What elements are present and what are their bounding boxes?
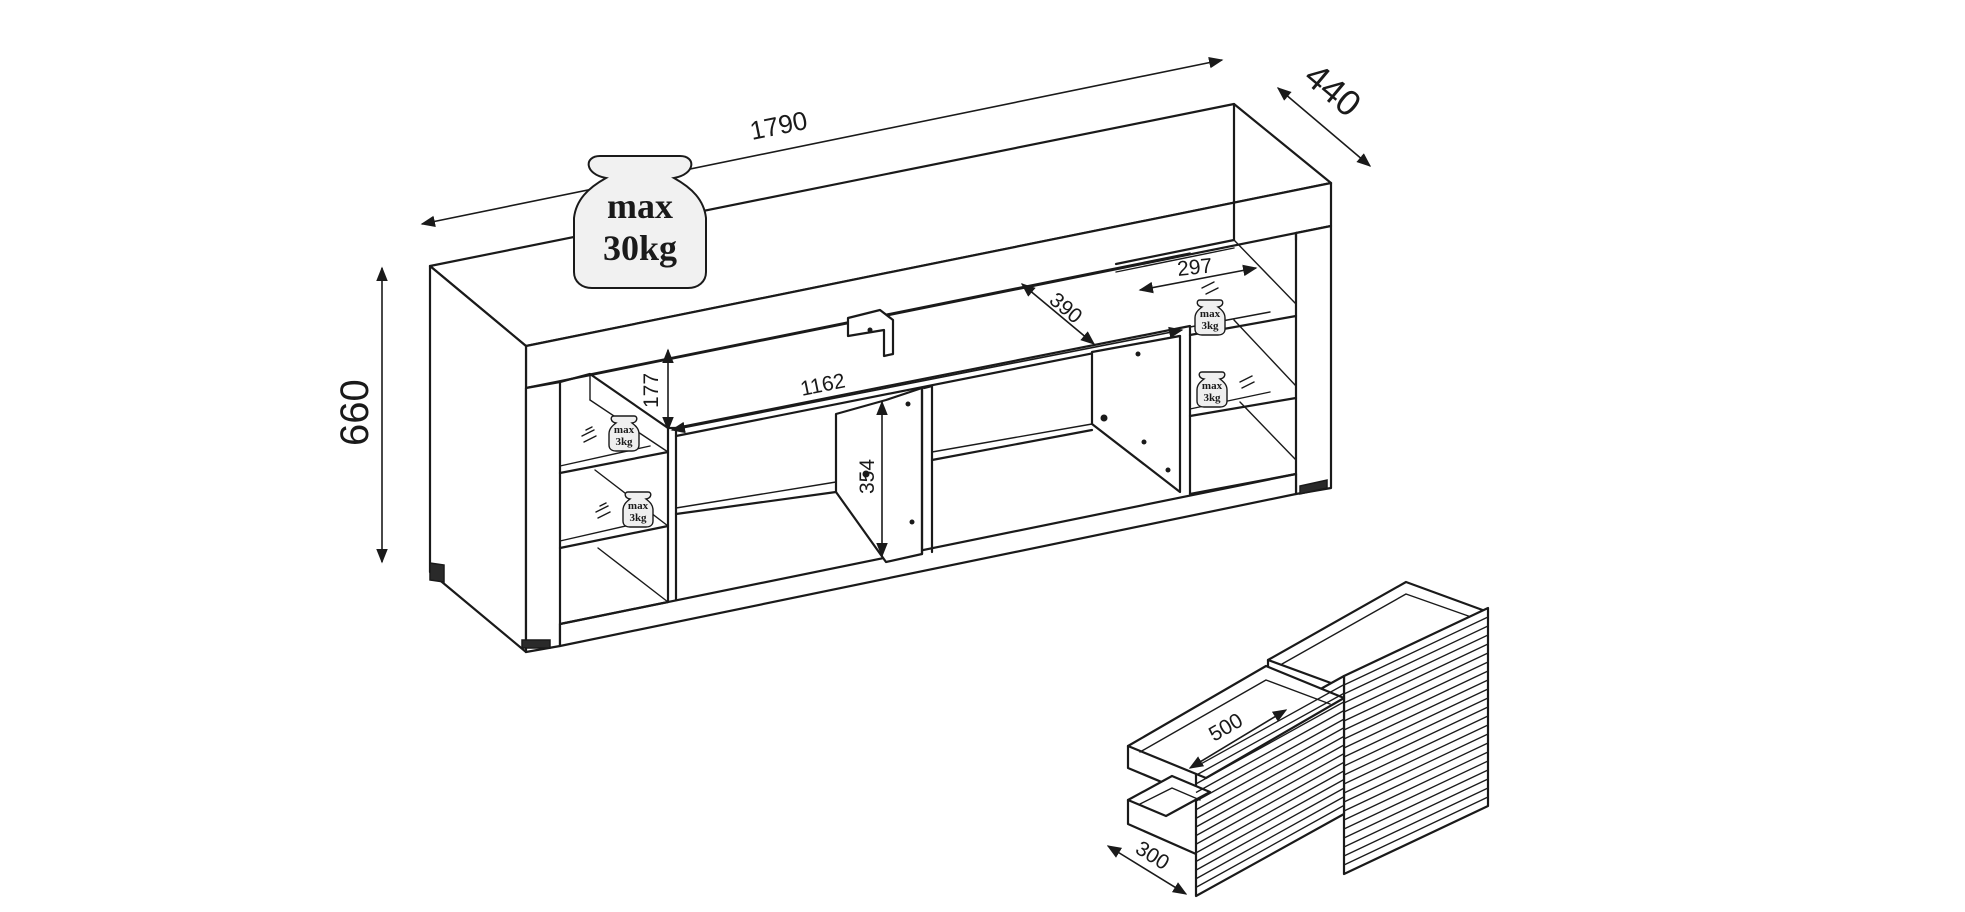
slat-line bbox=[1343, 778, 1489, 848]
slat-line bbox=[1343, 706, 1489, 776]
dimension-side-shelf: 297 bbox=[1138, 254, 1258, 294]
slat-line bbox=[1343, 661, 1489, 731]
slat-line bbox=[1343, 796, 1489, 866]
foot-front-right bbox=[1299, 479, 1328, 495]
center-left-partition bbox=[834, 386, 924, 564]
slat-line bbox=[1343, 697, 1489, 767]
slat-line bbox=[1343, 625, 1489, 695]
weight-icon bbox=[573, 155, 707, 289]
top-load-badge: max 30kg bbox=[573, 155, 707, 289]
shelf-load-line2: 3kg bbox=[1203, 392, 1221, 404]
shelf-load-badge-right-2: max 3kg bbox=[1196, 371, 1255, 408]
slat-line bbox=[1195, 787, 1345, 871]
slat-line bbox=[1343, 760, 1489, 830]
slat-line bbox=[1343, 688, 1489, 758]
slat-line bbox=[1195, 735, 1345, 819]
shelf-load-line1: max bbox=[628, 500, 649, 512]
shelf-load-line2: 3kg bbox=[1201, 320, 1219, 332]
dimension-center-depth: 390 bbox=[1020, 283, 1096, 345]
shelf-load-line2: 3kg bbox=[615, 436, 633, 448]
slat-line bbox=[1195, 770, 1345, 854]
dim-center-depth-label: 390 bbox=[1045, 288, 1087, 328]
dim-drawer-width-label: 300 bbox=[1131, 837, 1173, 875]
foot-back-left bbox=[429, 562, 445, 583]
dimension-height: 660 bbox=[333, 266, 388, 564]
slat-line bbox=[1195, 744, 1345, 828]
top-load-line1: max bbox=[607, 186, 673, 226]
right-front-post bbox=[1294, 224, 1333, 496]
slat-line bbox=[1195, 753, 1345, 837]
dim-lower-height-label: 354 bbox=[856, 459, 879, 494]
slat-line bbox=[1343, 679, 1489, 749]
slat-line bbox=[1343, 742, 1489, 812]
shelf-load-line1: max bbox=[1200, 308, 1221, 320]
left-shelf-unit bbox=[558, 372, 678, 626]
dimension-shelf-height: 177 bbox=[640, 348, 674, 432]
slat-line bbox=[1343, 652, 1489, 722]
slat-line bbox=[1343, 787, 1489, 857]
slat-line bbox=[1343, 670, 1489, 740]
shelf-load-line2: 3kg bbox=[629, 512, 647, 524]
slat-line bbox=[1195, 761, 1345, 845]
dim-side-shelf-label: 297 bbox=[1176, 254, 1213, 281]
slat-line bbox=[1343, 769, 1489, 839]
shelf-load-line1: max bbox=[1202, 380, 1223, 392]
drawer-icon bbox=[1126, 580, 1490, 898]
slat-line bbox=[1343, 733, 1489, 803]
slat-line bbox=[1343, 724, 1489, 794]
slat-line bbox=[1195, 804, 1345, 888]
slat-line bbox=[1343, 643, 1489, 713]
slat-line bbox=[1195, 727, 1345, 811]
shelf-load-badge-left-1: max 3kg bbox=[581, 415, 640, 452]
left-front-post bbox=[524, 380, 562, 654]
slat-line bbox=[1343, 616, 1489, 686]
shelf-load-badge-left-2: max 3kg bbox=[595, 491, 654, 528]
dimension-depth: 440 bbox=[1276, 55, 1372, 167]
cabinet bbox=[428, 102, 1333, 654]
slat-line bbox=[1343, 751, 1489, 821]
foot-front-left bbox=[521, 639, 551, 649]
slat-line bbox=[1195, 778, 1345, 863]
dim-width-label: 1790 bbox=[747, 105, 810, 146]
slat-line bbox=[1343, 715, 1489, 785]
shelf-load-line1: max bbox=[614, 424, 635, 436]
shelf-load-badge-right-1: max 3kg bbox=[1194, 281, 1226, 336]
dim-depth-label: 440 bbox=[1297, 55, 1369, 125]
slat-line bbox=[1343, 634, 1489, 704]
dim-height-label: 660 bbox=[333, 379, 377, 446]
slat-line bbox=[1195, 796, 1345, 880]
dim-shelf-height-label: 177 bbox=[640, 373, 663, 408]
top-load-line2: 30kg bbox=[603, 228, 677, 268]
open-drawer-lower bbox=[1126, 774, 1212, 818]
dimension-lower-height: 354 bbox=[856, 400, 888, 558]
bottom-rail bbox=[558, 472, 1298, 648]
